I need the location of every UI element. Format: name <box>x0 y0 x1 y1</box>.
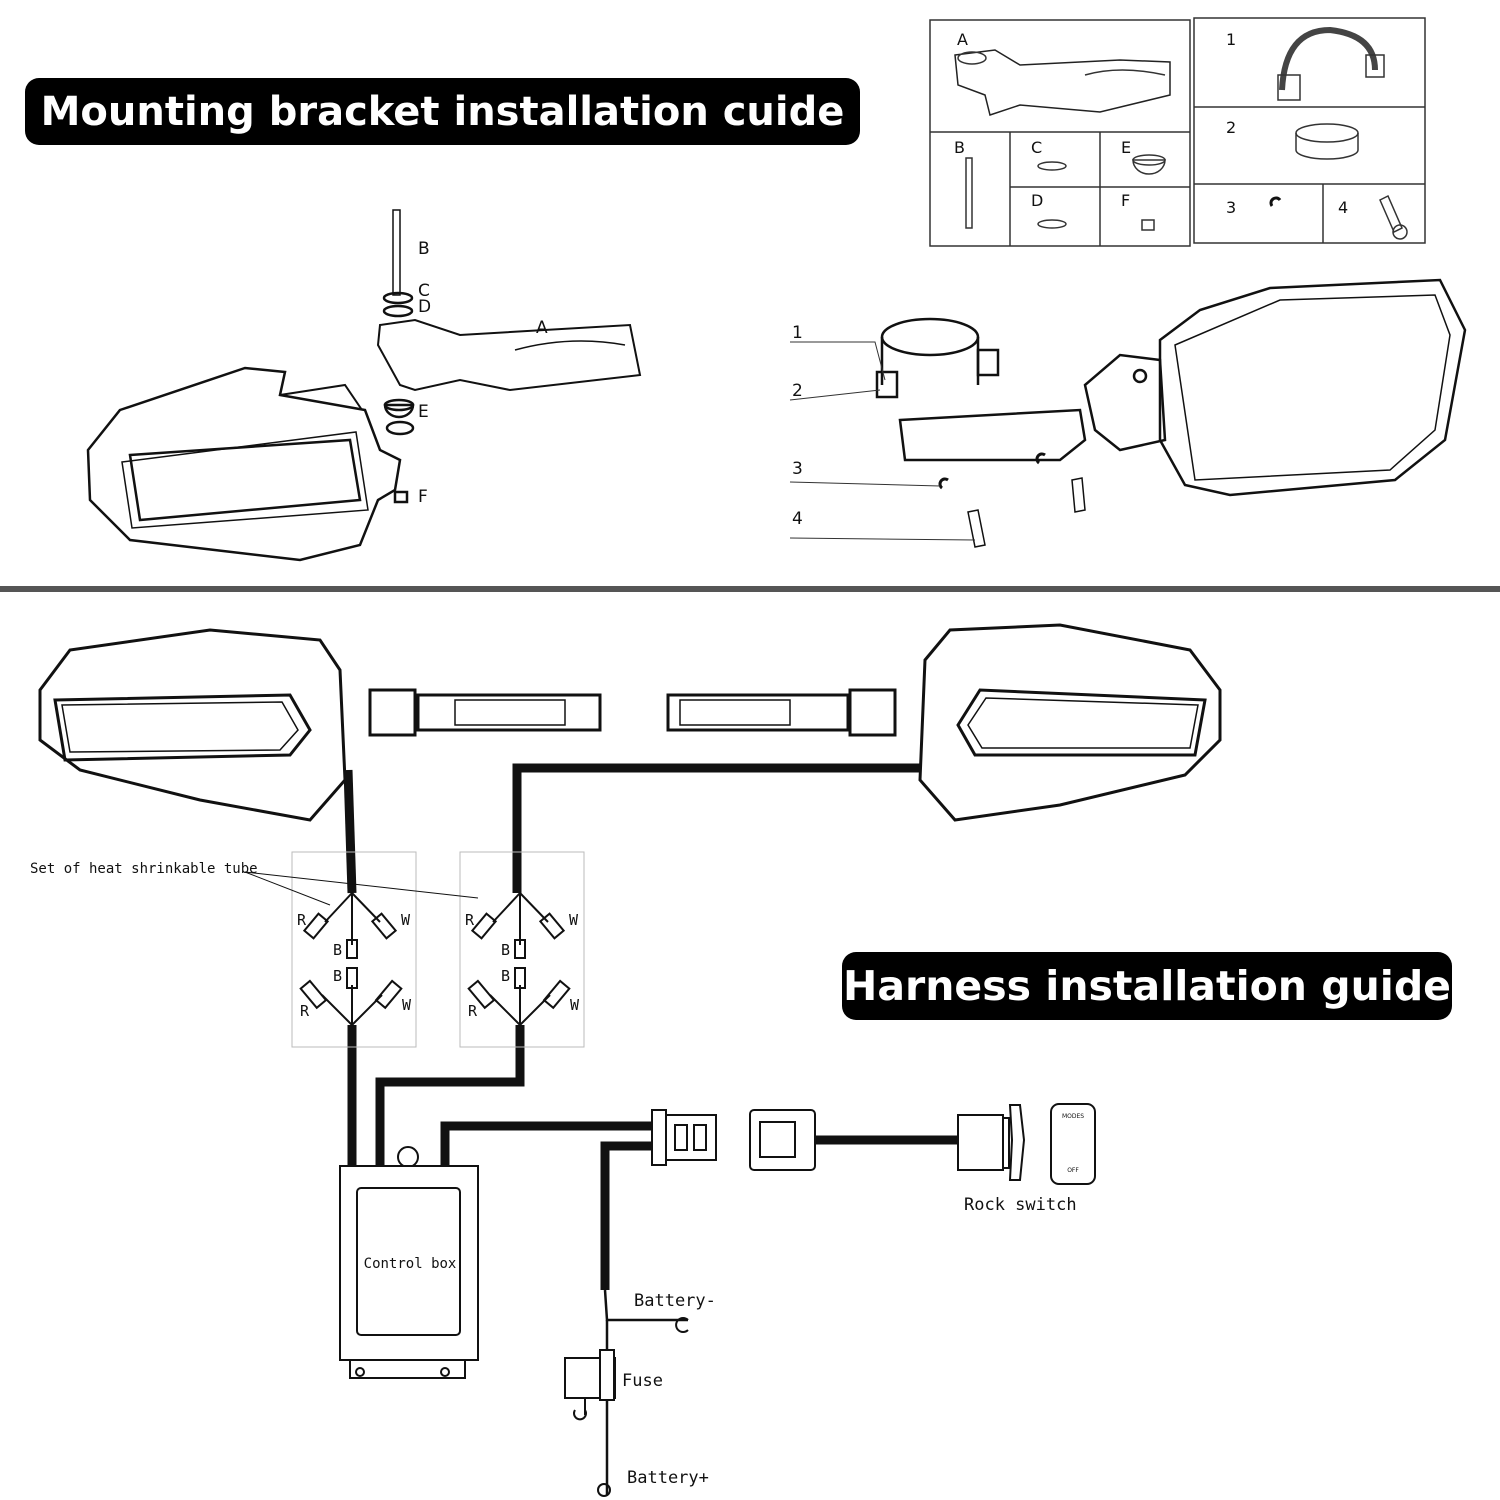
part-label-3: 3 <box>1226 198 1236 217</box>
wire-letter-w: W <box>569 911 579 929</box>
rock-switch-label: Rock switch <box>964 1195 1077 1215</box>
label-d: D <box>418 297 431 317</box>
heat-shrink-tube-label: Set of heat shrinkable tube <box>30 861 258 877</box>
switch-off-text: OFF <box>1067 1167 1079 1174</box>
fuse-label: Fuse <box>622 1371 663 1391</box>
harness-wires <box>343 763 958 1290</box>
harness-connectors <box>651 1109 816 1171</box>
part-label-2: 2 <box>1226 118 1236 137</box>
battery-negative-label: Battery- <box>634 1291 716 1311</box>
label-f: F <box>418 487 428 507</box>
thin-wires <box>603 1289 688 1495</box>
wire-letter-b: B <box>501 941 510 959</box>
part-label-b: B <box>954 138 965 157</box>
ring-terminals <box>597 1317 689 1497</box>
fuse <box>564 1349 616 1421</box>
part-label-f: F <box>1121 191 1130 210</box>
battery-positive-label: Battery+ <box>627 1468 709 1488</box>
exploded-view-left <box>86 209 642 562</box>
label-3: 3 <box>792 459 803 479</box>
control-box-label: Control box <box>364 1256 457 1272</box>
heat-shrink-tube-sets <box>291 851 585 1048</box>
section-divider <box>0 586 1500 592</box>
exploded-view-right <box>789 278 1467 548</box>
wire-letter-w: W <box>402 996 412 1014</box>
wire-letter-r: R <box>465 911 475 929</box>
label-a: A <box>536 318 548 338</box>
mirror-left <box>38 628 602 822</box>
parts-box-labels: A B C D E F 1 2 3 4 <box>954 30 1348 217</box>
wire-letter-r: R <box>468 1002 478 1020</box>
wire-letter-b: B <box>333 941 342 959</box>
switch-modes-text: MODES <box>1062 1113 1084 1120</box>
part-label-1: 1 <box>1226 30 1236 49</box>
mirror-right <box>666 623 1222 822</box>
rock-switch <box>957 1103 1096 1185</box>
label-c: C <box>418 281 430 301</box>
harness-labels: Battery- Fuse Battery+ Rock switch <box>622 1195 1077 1488</box>
parts-box <box>929 17 1426 247</box>
part-label-a: A <box>957 30 968 49</box>
wire-letter-b: B <box>501 967 510 985</box>
wire-splits <box>244 871 571 1026</box>
label-2: 2 <box>792 381 803 401</box>
wire-letter-r: R <box>300 1002 310 1020</box>
harness-guide-title: Harness installation guide <box>842 952 1452 1020</box>
rock-switch-face <box>1050 1103 1096 1185</box>
exploded-right-labels: 1 2 3 4 <box>792 323 803 529</box>
mounting-guide-title: Mounting bracket installation cuide <box>25 78 860 145</box>
part-label-e: E <box>1121 138 1131 157</box>
part-label-d: D <box>1031 191 1043 210</box>
wire-letter-w: W <box>570 996 580 1014</box>
wire-letters: R B W B R W R B W B R W <box>297 911 580 1020</box>
control-box <box>339 1146 479 1379</box>
part-label-4: 4 <box>1338 198 1348 217</box>
label-e: E <box>418 402 429 422</box>
part-label-c: C <box>1031 138 1042 157</box>
wire-letter-r: R <box>297 911 307 929</box>
label-1: 1 <box>792 323 803 343</box>
exploded-left-labels: B C D A E F <box>418 239 548 507</box>
label-b: B <box>418 239 430 259</box>
wire-letter-w: W <box>401 911 411 929</box>
label-4: 4 <box>792 509 803 529</box>
wire-letter-b: B <box>333 967 342 985</box>
